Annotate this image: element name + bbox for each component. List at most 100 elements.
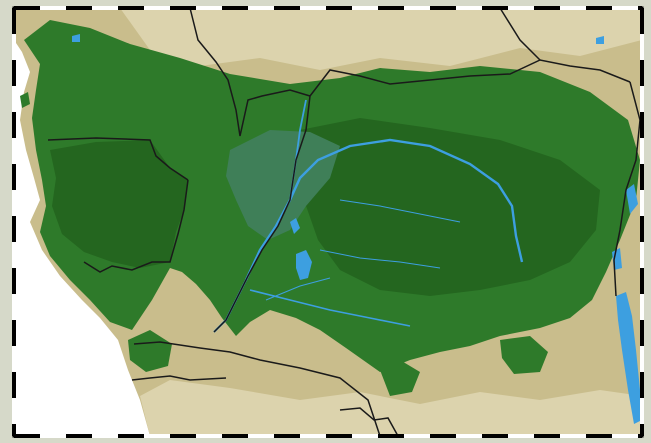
savanna-light-north	[120, 8, 642, 70]
graticule-tick	[222, 434, 248, 438]
graticule-tick	[144, 434, 170, 438]
graticule-tick	[640, 34, 644, 60]
graticule-tick	[430, 6, 456, 10]
forest-patch-south-2	[500, 336, 548, 374]
tributary-3	[265, 277, 331, 301]
graticule-tick	[640, 138, 644, 164]
graticule-tick	[640, 268, 644, 294]
graticule-tick	[352, 434, 378, 438]
graticule-tick	[482, 6, 508, 10]
graticule-tick	[640, 242, 644, 268]
graticule-tick	[456, 6, 482, 10]
lake-tanganyika	[616, 292, 642, 424]
graticule-tick	[640, 346, 644, 372]
graticule-tick	[12, 424, 16, 436]
forest-west-block	[50, 140, 188, 268]
graticule-tick	[326, 434, 352, 438]
graticule-tick	[12, 242, 16, 268]
graticule-tick	[586, 6, 612, 10]
graticule-tick	[12, 112, 16, 138]
graticule-tick	[196, 434, 222, 438]
lake-tumba	[290, 218, 300, 234]
graticule-tick	[12, 190, 16, 216]
graticule-tick	[640, 8, 644, 34]
graticule-tick	[586, 434, 612, 438]
graticule-tick	[12, 34, 16, 60]
tributary-2	[319, 249, 441, 269]
border-gabon-congo	[83, 179, 189, 273]
graticule-tick	[482, 434, 508, 438]
graticule-tick	[560, 434, 586, 438]
graticule-tick	[612, 434, 638, 438]
graticule-tick	[640, 398, 644, 424]
graticule-tick	[12, 294, 16, 320]
graticule-tick	[508, 6, 534, 10]
bioko-island	[20, 92, 30, 108]
graticule-tick	[118, 6, 144, 10]
border-angola-zambia	[339, 407, 399, 437]
lake-mai-ndombe	[296, 250, 312, 280]
lake-albert	[626, 184, 638, 214]
graticule-tick	[378, 6, 404, 10]
graticule-tick	[274, 434, 300, 438]
border-congo-drc	[213, 95, 311, 333]
graticule-tick	[640, 164, 644, 190]
graticule-tick	[378, 434, 404, 438]
central-swamp-forest	[226, 130, 340, 240]
graticule-tick	[534, 6, 560, 10]
graticule-tick	[40, 6, 66, 10]
graticule-tick	[248, 434, 274, 438]
forest-core	[300, 118, 600, 296]
graticule-tick	[12, 86, 16, 112]
graticule-tick	[12, 372, 16, 398]
graticule-tick	[66, 6, 92, 10]
graticule-tick	[144, 6, 170, 10]
graticule-tick	[326, 6, 352, 10]
border-car-drc	[309, 59, 631, 97]
graticule-tick	[640, 294, 644, 320]
graticule-tick	[560, 6, 586, 10]
graticule-tick	[92, 434, 118, 438]
graticule-tick	[14, 434, 40, 438]
border-south-small	[131, 375, 227, 381]
forest-patch-southwest	[128, 330, 172, 372]
congo-river	[244, 138, 524, 281]
graticule-tick	[640, 86, 644, 112]
graticule-frame	[12, 6, 644, 438]
graticule-tick	[640, 190, 644, 216]
kasai-river	[249, 289, 411, 327]
graticule-tick	[196, 6, 222, 10]
graticule-tick	[118, 434, 144, 438]
graticule-tick	[12, 164, 16, 190]
graticule-tick	[640, 424, 644, 436]
graticule-tick	[222, 6, 248, 10]
graticule-tick	[248, 6, 274, 10]
graticule-tick	[404, 434, 430, 438]
graticule-tick	[534, 434, 560, 438]
graticule-tick	[12, 398, 16, 424]
graticule-tick	[12, 216, 16, 242]
savanna-light-south	[140, 380, 642, 436]
forest-patch-south-1	[380, 360, 420, 396]
tributary-1	[339, 199, 461, 223]
border-cameroon-car	[189, 7, 311, 137]
graticule-tick	[456, 434, 482, 438]
border-car-sudan	[499, 7, 541, 61]
graticule-tick	[40, 434, 66, 438]
graticule-tick	[640, 112, 644, 138]
graticule-tick	[430, 434, 456, 438]
graticule-tick	[14, 6, 40, 10]
graticule-tick	[92, 6, 118, 10]
graticule-tick	[640, 320, 644, 346]
graticule-tick	[66, 434, 92, 438]
graticule-tick	[170, 6, 196, 10]
graticule-tick	[12, 346, 16, 372]
lake-east-small	[596, 36, 604, 44]
graticule-tick	[170, 434, 196, 438]
border-cameroon-gabon	[47, 137, 189, 181]
graticule-tick	[12, 138, 16, 164]
graticule-tick	[300, 434, 326, 438]
graticule-tick	[12, 60, 16, 86]
